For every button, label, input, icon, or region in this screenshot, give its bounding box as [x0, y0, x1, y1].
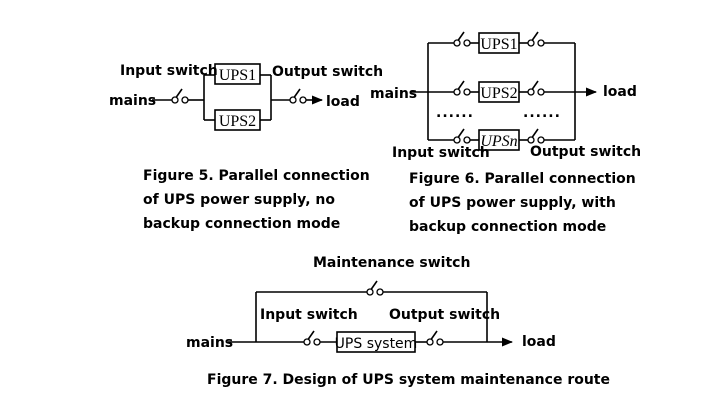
fig7-input-switch-label: Input switch: [260, 307, 358, 323]
fig5-caption-line3: backup connection mode: [143, 216, 340, 232]
fig5-load-label: load: [326, 94, 360, 110]
fig6-output-switch-n: [527, 128, 545, 144]
fig5-input-switch-label: Input switch: [120, 63, 218, 79]
fig7-maintenance-switch-label: Maintenance switch: [313, 255, 470, 271]
fig6-load-label: load: [603, 84, 637, 100]
fig6-caption-line2: of UPS power supply, with: [409, 195, 616, 211]
fig6-output-switch-label: Output switch: [530, 144, 641, 160]
fig5-output-switch: [289, 88, 307, 104]
fig7-output-switch-label: Output switch: [389, 307, 500, 323]
fig5-caption-line1: Figure 5. Parallel connection: [143, 168, 370, 184]
fig7-caption: Figure 7. Design of UPS system maintenan…: [207, 372, 610, 388]
fig5-ups1-label: UPS1: [219, 67, 256, 84]
fig6-upsn-label: UPSn: [480, 133, 517, 150]
fig6-ups2-label: UPS2: [480, 85, 517, 102]
fig6-input-switch-1: [453, 31, 471, 47]
fig6-dots-right: ......: [523, 105, 561, 121]
fig5-output-switch-label: Output switch: [272, 64, 383, 80]
fig7-mains-label: mains: [186, 335, 233, 351]
fig7-input-switch: [303, 330, 321, 346]
figure-7: Maintenance switch Input switch Output s…: [186, 255, 610, 388]
fig5-ups2-label: UPS2: [219, 113, 256, 130]
fig5-caption-line2: of UPS power supply, no: [143, 192, 335, 208]
fig5-input-switch: [171, 88, 189, 104]
figure-6: mains load UPS1: [370, 31, 641, 235]
figure-5: Input switch Output switch mains load UP…: [109, 63, 383, 232]
fig6-output-switch-1: [527, 31, 545, 47]
fig6-input-switch-2: [453, 80, 471, 96]
fig7-output-switch: [426, 330, 444, 346]
fig5-mains-label: mains: [109, 93, 156, 109]
fig6-input-switch-label: Input switch: [392, 145, 490, 161]
fig6-ups1-label: UPS1: [480, 36, 517, 53]
fig5-ups1-box: [214, 63, 261, 85]
fig6-caption-line3: backup connection mode: [409, 219, 606, 235]
fig7-ups-system-label: UPS system: [335, 336, 418, 352]
fig7-maintenance-switch: [366, 280, 384, 296]
fig7-load-label: load: [522, 334, 556, 350]
fig6-dots-left: ......: [436, 105, 474, 121]
fig6-mains-label: mains: [370, 86, 417, 102]
fig6-input-switch-n: [453, 128, 471, 144]
fig6-caption-line1: Figure 6. Parallel connection: [409, 171, 636, 187]
fig6-output-switch-2: [527, 80, 545, 96]
